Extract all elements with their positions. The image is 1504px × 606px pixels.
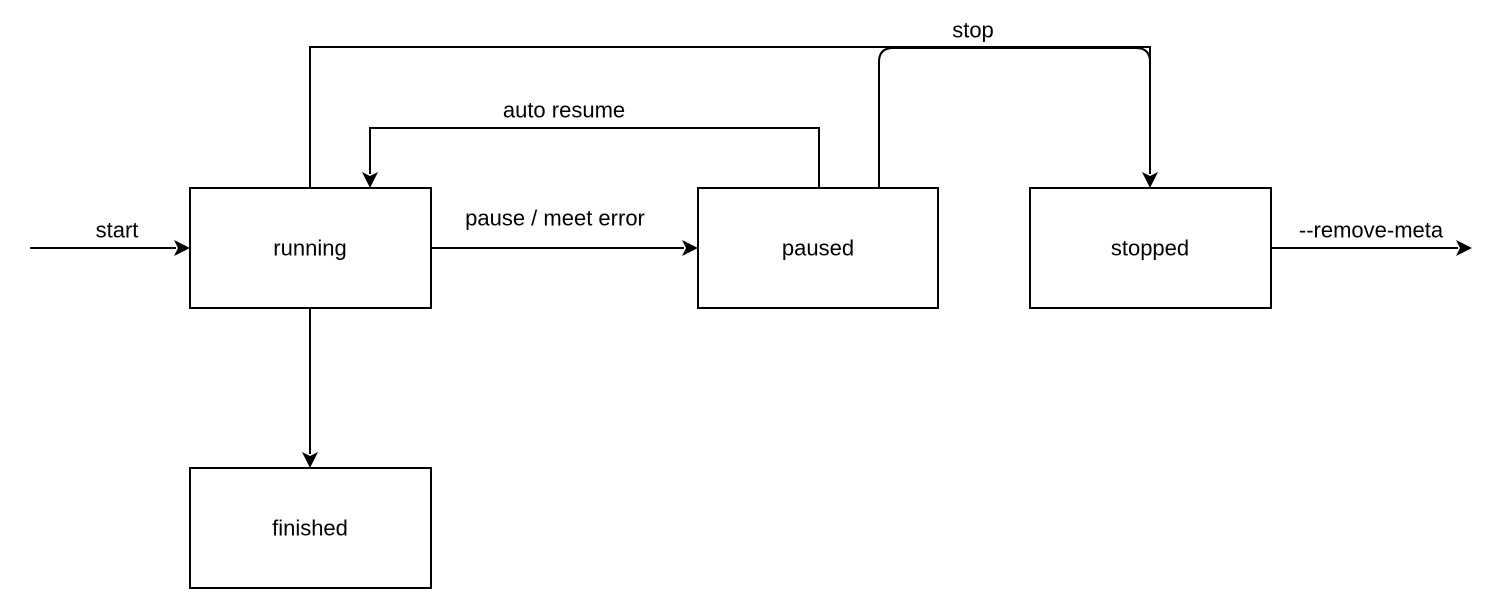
- arrowhead-start: [174, 240, 190, 256]
- edge-label-stop: stop: [952, 18, 994, 43]
- state-stopped: stopped: [1029, 187, 1272, 309]
- edge-stop-from-paused: [878, 47, 1158, 188]
- state-label-running: running: [273, 236, 346, 261]
- arrowhead-auto-resume: [362, 172, 378, 188]
- arrowhead-finish: [302, 452, 318, 468]
- edge-remove-meta: [1271, 240, 1472, 256]
- edge-finish: [302, 308, 318, 468]
- edge-label-start: start: [96, 218, 139, 243]
- edge-label-auto-resume: auto resume: [503, 98, 625, 123]
- state-paused: paused: [697, 187, 939, 309]
- arrowhead-pause: [682, 240, 698, 256]
- edge-start: [30, 240, 190, 256]
- state-label-stopped: stopped: [1111, 236, 1189, 261]
- state-label-paused: paused: [782, 236, 854, 261]
- arrowhead-remove-meta: [1456, 240, 1472, 256]
- edge-label-pause-meet-error: pause / meet error: [465, 206, 645, 231]
- edge-auto-resume: [362, 127, 820, 188]
- edge-pause-meet-error: [431, 240, 698, 256]
- edge-stop-from-running: [309, 46, 1151, 188]
- state-running: running: [189, 187, 432, 309]
- arrowhead-stop: [1142, 172, 1158, 188]
- state-finished: finished: [189, 467, 432, 589]
- edge-label-remove-meta: --remove-meta: [1299, 218, 1444, 243]
- state-label-finished: finished: [272, 516, 348, 541]
